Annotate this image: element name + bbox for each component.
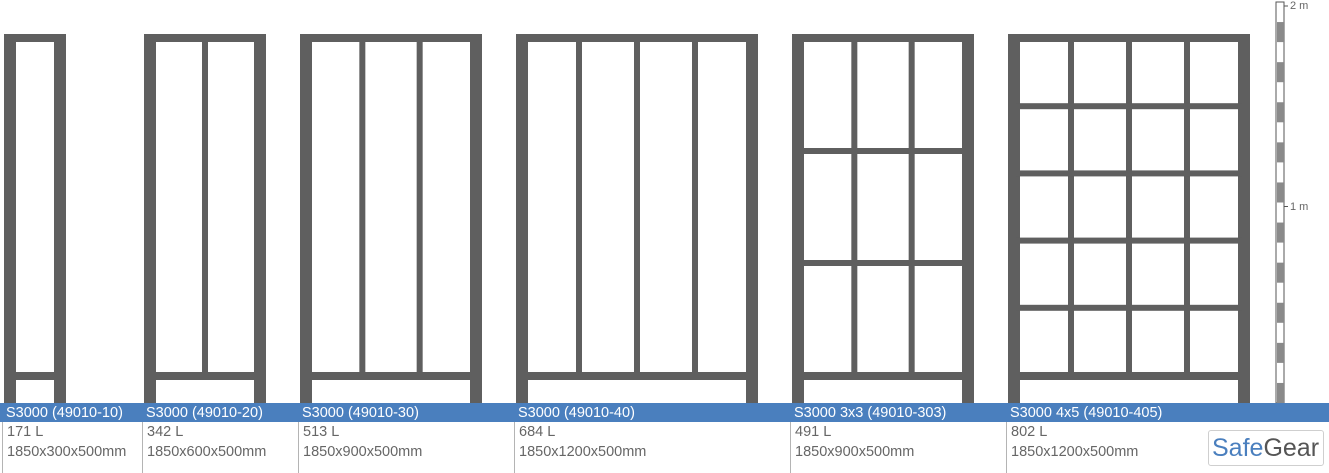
logo-safe: Safe [1212, 434, 1264, 462]
cabinet-dimensions: 1850x300x500mm [7, 444, 127, 460]
cabinet-info-1: 171 L 1850x300x500mm [2, 422, 126, 473]
cabinet-3[interactable] [300, 34, 482, 403]
cabinet-shelf [1016, 170, 1242, 177]
cabinet-divider-vertical [576, 42, 582, 372]
cabinet-right-side [254, 34, 266, 403]
cabinet-divider-vertical [202, 42, 208, 372]
ruler-segment [1277, 342, 1284, 363]
ruler-segment [1277, 142, 1284, 163]
cabinet-volume: 491 L [795, 424, 832, 440]
cabinet-divider-vertical [908, 42, 915, 372]
cabinet-right-side [746, 34, 758, 403]
cabinet-volume: 684 L [519, 424, 556, 440]
cabinet-volume: 513 L [303, 424, 340, 440]
cabinet-volume: 342 L [147, 424, 184, 440]
cabinet-plinth [4, 372, 66, 380]
cabinet-plinth [144, 372, 266, 380]
cabinet-divider-vertical [634, 42, 640, 372]
ruler-icon [1275, 1, 1288, 403]
cabinet-top [4, 34, 66, 42]
cabinet-left-side [300, 34, 312, 403]
ruler-segment [1277, 22, 1284, 43]
cabinet-dimensions: 1850x1200x500mm [1011, 444, 1139, 460]
cabinet-dimensions: 1850x600x500mm [147, 444, 267, 460]
scale-label-1m: 1 m [1290, 201, 1309, 213]
cabinet-divider-vertical [1068, 42, 1074, 372]
cabinet-right-side [54, 34, 66, 403]
cabinet-dimensions: 1850x900x500mm [303, 444, 423, 460]
cabinet-shelf [1016, 103, 1242, 110]
cabinet-info-2: 342 L 1850x600x500mm [142, 422, 266, 473]
cabinet-top [1008, 34, 1250, 42]
ruler-segment [1277, 302, 1284, 323]
title-bar [0, 403, 1329, 422]
cabinet-top [516, 34, 758, 42]
cabinet-title-6[interactable]: S3000 4x5 (49010-405) [1010, 405, 1163, 421]
cabinet-plinth [792, 372, 974, 380]
cabinet-dimensions: 1850x900x500mm [795, 444, 915, 460]
cabinet-info-6: 802 L 1850x1200x500mm [1006, 422, 1138, 473]
cabinet-divider-vertical [359, 42, 366, 372]
cabinet-divider-vertical [692, 42, 698, 372]
logo-gear: Gear [1263, 434, 1320, 462]
cabinet-1[interactable] [4, 34, 66, 403]
ruler-segment [1277, 182, 1284, 203]
cabinet-left-side [792, 34, 804, 403]
cabinet-left-side [1008, 34, 1020, 403]
cabinet-title-1[interactable]: S3000 (49010-10) [6, 405, 123, 421]
cabinet-dimensions: 1850x1200x500mm [519, 444, 647, 460]
cabinet-info-3: 513 L 1850x900x500mm [298, 422, 422, 473]
ruler-segment [1277, 102, 1284, 123]
ruler-segment [1277, 262, 1284, 283]
cabinet-top [792, 34, 974, 42]
cabinet-plinth [300, 372, 482, 380]
cabinet-shelf [1016, 237, 1242, 244]
cabinet-divider-vertical [416, 42, 423, 372]
ruler-segment [1277, 382, 1284, 403]
cabinet-plinth [516, 372, 758, 380]
cabinet-volume: 171 L [7, 424, 44, 440]
cabinet-left-side [144, 34, 156, 403]
cabinet-title-4[interactable]: S3000 (49010-40) [518, 405, 635, 421]
cabinet-divider-vertical [1126, 42, 1132, 372]
cabinet-4[interactable] [516, 34, 758, 403]
cabinet-top [144, 34, 266, 42]
cabinet-shelf [800, 148, 966, 154]
cabinet-info-4: 684 L 1850x1200x500mm [514, 422, 646, 473]
cabinet-plinth [1008, 372, 1250, 380]
cabinet-right-side [470, 34, 482, 403]
cabinet-title-3[interactable]: S3000 (49010-30) [302, 405, 419, 421]
cabinet-5[interactable] [792, 34, 974, 403]
cabinet-right-side [1238, 34, 1250, 403]
cabinet-info-5: 491 L 1850x900x500mm [790, 422, 914, 473]
cabinet-title-2[interactable]: S3000 (49010-20) [146, 405, 263, 421]
scale-label-2m: 2 m [1290, 0, 1309, 12]
cabinet-left-side [4, 34, 16, 403]
cabinet-volume: 802 L [1011, 424, 1048, 440]
cabinet-shelf [1016, 304, 1242, 311]
cabinet-drawing [4, 1, 1288, 403]
cabinet-divider-vertical [1184, 42, 1190, 372]
ruler-segment [1277, 222, 1284, 243]
cabinet-left-side [516, 34, 528, 403]
cabinet-shelf [800, 260, 966, 266]
cabinet-top [300, 34, 482, 42]
cabinet-right-side [962, 34, 974, 403]
cabinet-divider-vertical [851, 42, 858, 372]
cabinet-6[interactable] [1008, 34, 1250, 403]
ruler-segment [1277, 62, 1284, 83]
cabinet-title-5[interactable]: S3000 3x3 (49010-303) [794, 405, 947, 421]
cabinet-2[interactable] [144, 34, 266, 403]
